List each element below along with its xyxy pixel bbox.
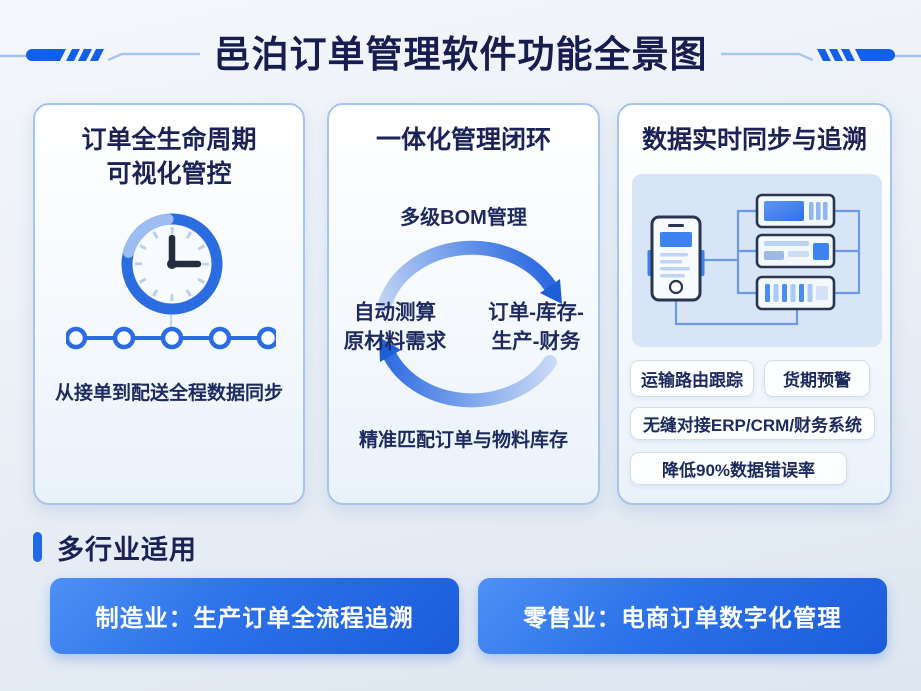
manufacturing-button[interactable]: 制造业：生产订单全流程追溯 [50,578,459,654]
cycle-right-line1: 订单-库存- [488,301,584,324]
card-data-sync: 数据实时同步与追溯 [617,103,892,505]
card-title-line2: 可视化管控 [106,160,232,188]
cycle-right-line2: 生产-财务 [491,329,581,353]
card-closed-loop: 一体化管理闭环 多级BOM管理 自动测算 原材料需求 订单-库存- 生产-财务 [327,103,600,505]
tag-erp-crm-finance: 无缝对接ERP/CRM/财务系统 [630,407,875,440]
lifecycle-caption: 从接单到配送全程数据同步 [54,383,283,404]
section-accent-bar [33,532,42,562]
tag-error-rate: 降低90%数据错误率 [630,452,847,485]
bom-management-label: 多级BOM管理 [400,207,527,229]
tag-delivery-alert: 货期预警 [764,360,870,397]
card-title: 一体化管理闭环 [375,126,551,154]
card-title-line1: 订单全生命周期 [81,126,257,154]
header-line-left-icon [0,49,200,62]
header-line-right-icon [721,49,921,62]
card-order-lifecycle: 订单全生命周期 可视化管控 从接单到配送全程数据同步 [33,103,305,505]
clock-icon [121,213,223,315]
industries-heading: 多行业适用 [57,535,197,565]
order-timeline-icon [66,326,276,350]
page-title: 邑泊订单管理软件功能全景图 [213,34,708,75]
clock-timeline-connector [170,311,172,331]
retail-button[interactable]: 零售业：电商订单数字化管理 [478,578,887,654]
cycle-left-label: 自动测算 原材料需求 [330,299,460,356]
cycle-left-line2: 原材料需求 [343,329,447,353]
device-sync-icon [632,174,882,347]
tag-transport-route: 运输路由跟踪 [630,360,754,397]
cycle-right-label: 订单-库存- 生产-财务 [477,299,595,356]
card-title: 数据实时同步与追溯 [641,126,867,154]
closed-loop-caption: 精准匹配订单与物料库存 [358,430,568,451]
card-title: 订单全生命周期 可视化管控 [35,123,303,191]
cycle-left-line1: 自动测算 [354,301,436,324]
cycle-arrows-icon [378,240,562,408]
